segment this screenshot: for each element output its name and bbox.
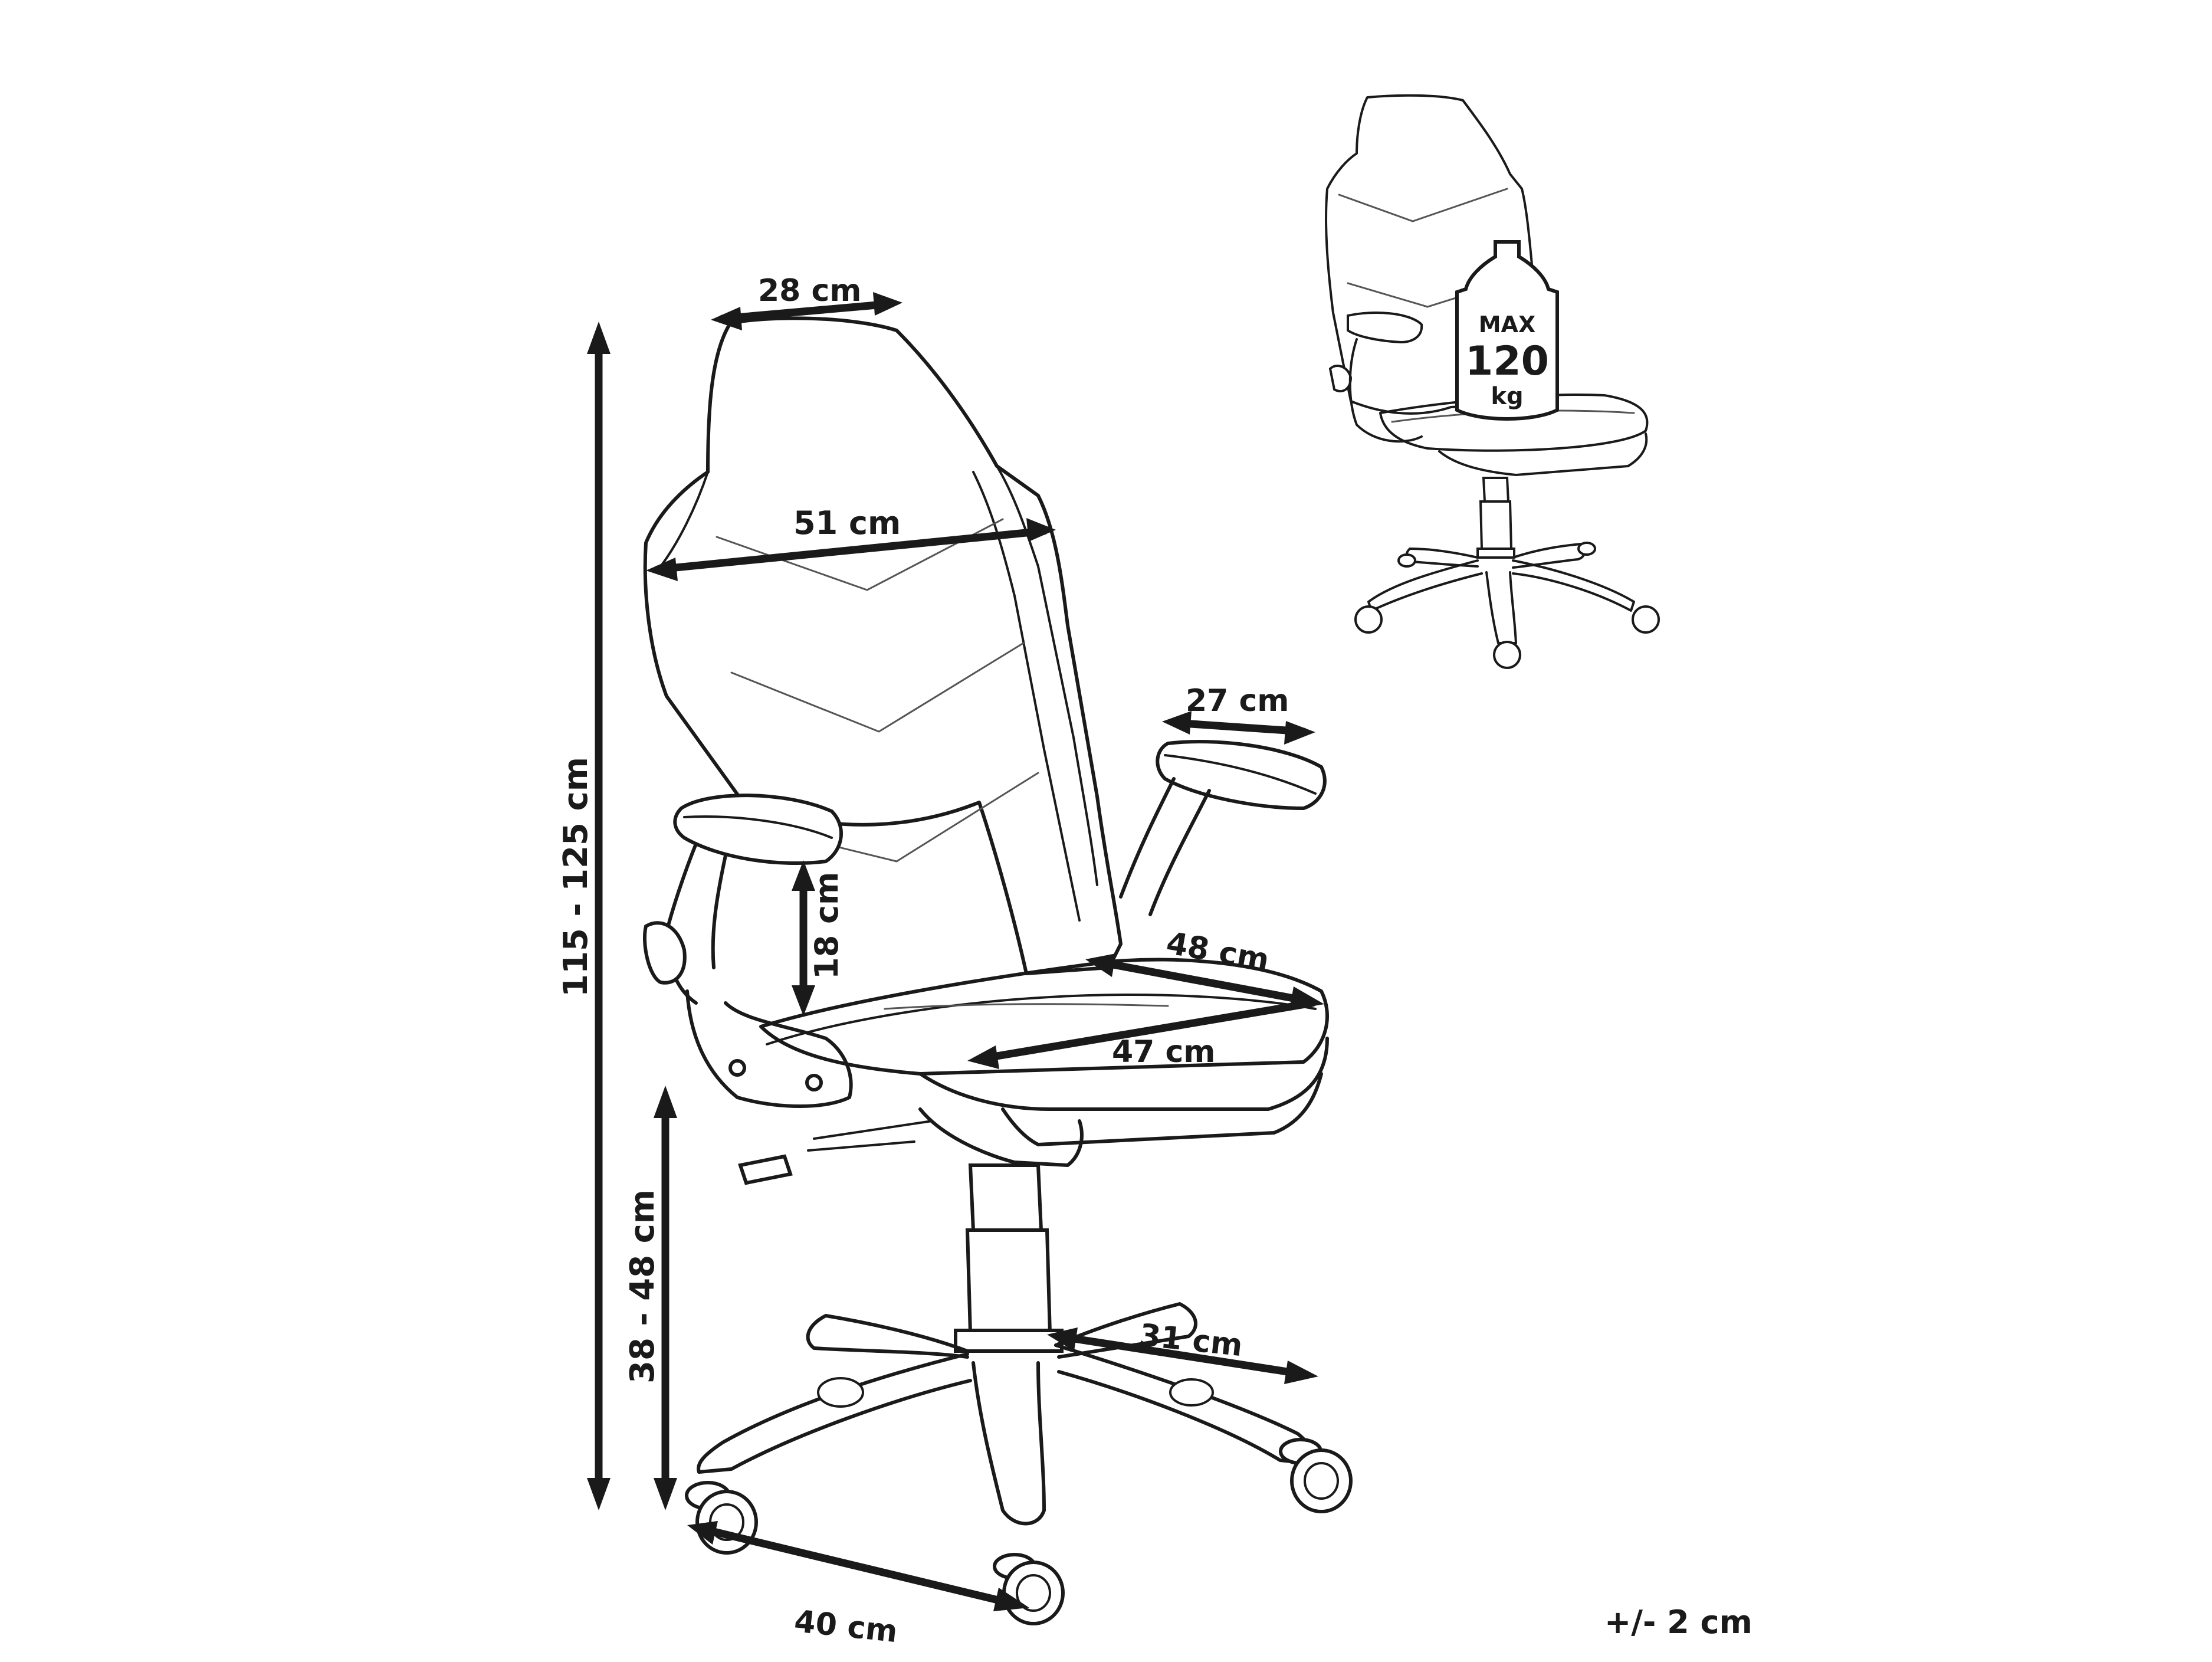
tolerance-note: +/- 2 cm [1604,1604,1752,1641]
caster-front [993,1553,1065,1625]
weight-icon [1455,240,1559,421]
label-seat-width: 47 cm [1112,1034,1215,1070]
label-headrest-width: 28 cm [758,273,861,309]
max-load-value: 120 [1465,338,1549,385]
label-seat-depth: 48 cm [1164,926,1272,979]
label-armrest-length: 27 cm [1186,683,1289,719]
label-seat-height: 38 - 48 cm [623,1189,662,1384]
label-backrest-width: 51 cm [793,504,901,542]
label-total-height: 115 - 125 cm [557,757,595,997]
caster-back-left [817,1377,864,1408]
max-load-badge: MAX 120 kg [1455,240,1559,421]
label-base-width: 40 cm [793,1604,900,1650]
main-chair-drawing [643,316,1353,1625]
max-load-unit: kg [1491,383,1523,410]
caster-right [1279,1438,1353,1513]
dimension-lines [587,292,1324,1611]
max-load-label: MAX [1479,312,1536,337]
label-armrest-height: 18 cm [808,872,845,979]
caster-back-right [1169,1378,1214,1407]
label-base-leg: 31 cm [1138,1317,1245,1363]
